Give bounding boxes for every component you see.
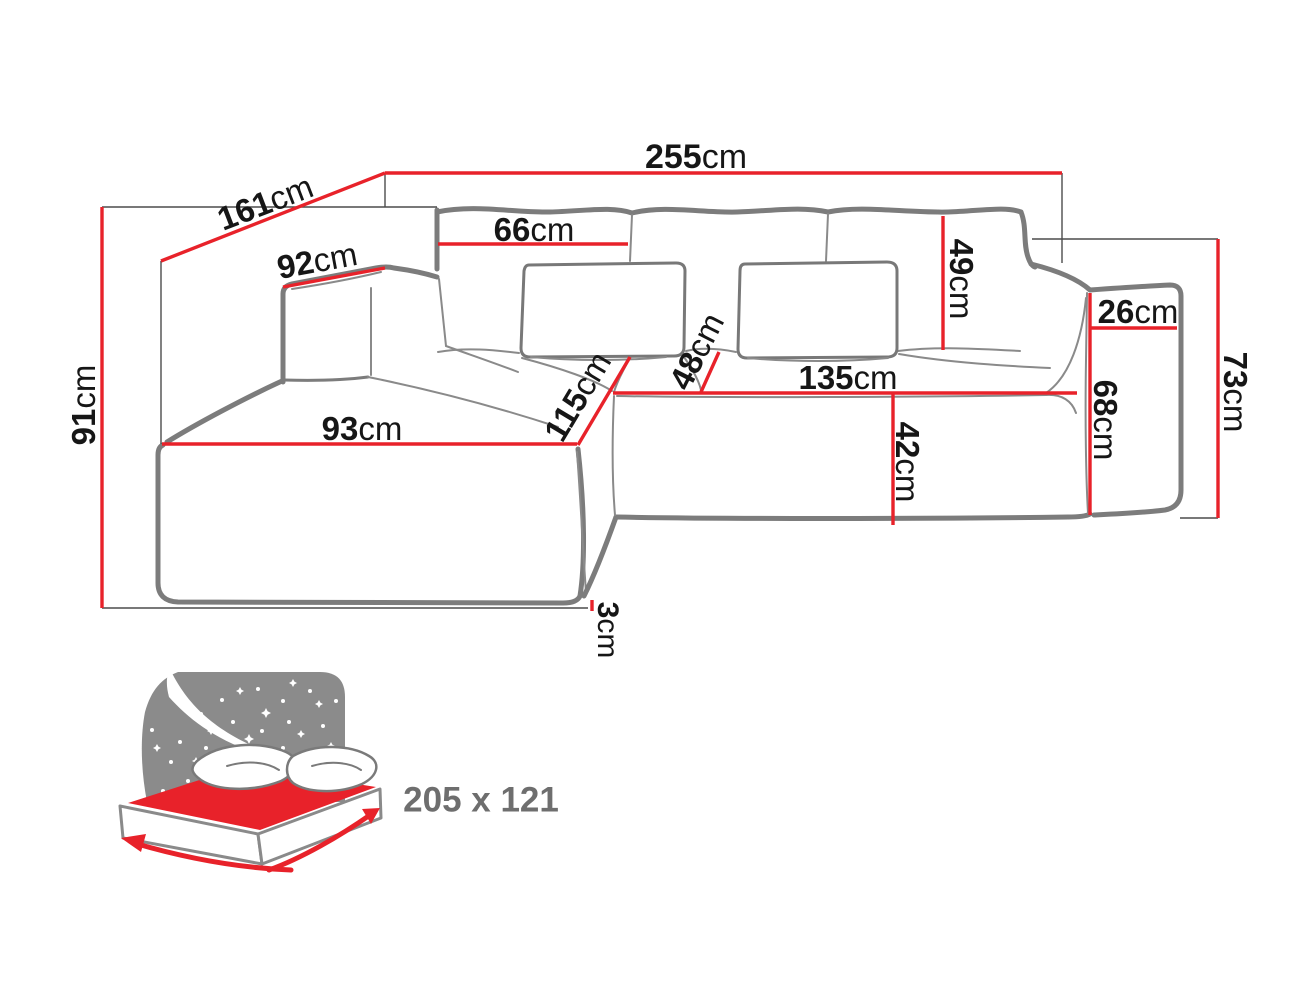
dim-161-label: 161cm <box>212 167 318 237</box>
sofa-back <box>434 206 1038 354</box>
dim-line-48 <box>699 351 721 393</box>
dimension-lines <box>100 171 1220 611</box>
right-armrest <box>1028 261 1184 518</box>
dim-42-label: 42cm <box>890 422 927 503</box>
dim-135-label: 135cm <box>798 359 897 396</box>
dim-26-label: 26cm <box>1098 293 1179 330</box>
dim-3-label: 3cm <box>592 602 625 659</box>
dim-line-92 <box>282 266 386 289</box>
chaise-section <box>155 278 619 606</box>
dim-255-label: 255cm <box>645 138 747 176</box>
dim-92-label: 92cm <box>274 234 360 285</box>
dim-line-115 <box>576 356 632 446</box>
dim-73-label: 73cm <box>1218 352 1255 433</box>
dim-68-label: 68cm <box>1088 380 1125 461</box>
bed-icon <box>118 743 383 873</box>
throw-pillow-left <box>519 261 687 361</box>
dim-line-161 <box>160 171 386 263</box>
dim-93-label: 93cm <box>322 410 403 447</box>
extension-lines <box>102 173 1218 609</box>
dim-66-label: 66cm <box>494 211 575 248</box>
sofa-sketch <box>155 206 1184 606</box>
dim-91-label: 91cm <box>65 365 102 446</box>
sleeping-function-icon: 205 x 121 <box>118 669 559 873</box>
sleeping-area-label: 205 x 121 <box>403 781 559 820</box>
main-seat <box>521 297 1093 521</box>
throw-pillow-right <box>736 260 899 362</box>
length-arrowhead-icon <box>362 808 380 824</box>
width-arrowhead-icon <box>121 834 146 852</box>
length-arrow-icon <box>266 812 373 873</box>
dim-49-label: 49cm <box>944 239 981 320</box>
